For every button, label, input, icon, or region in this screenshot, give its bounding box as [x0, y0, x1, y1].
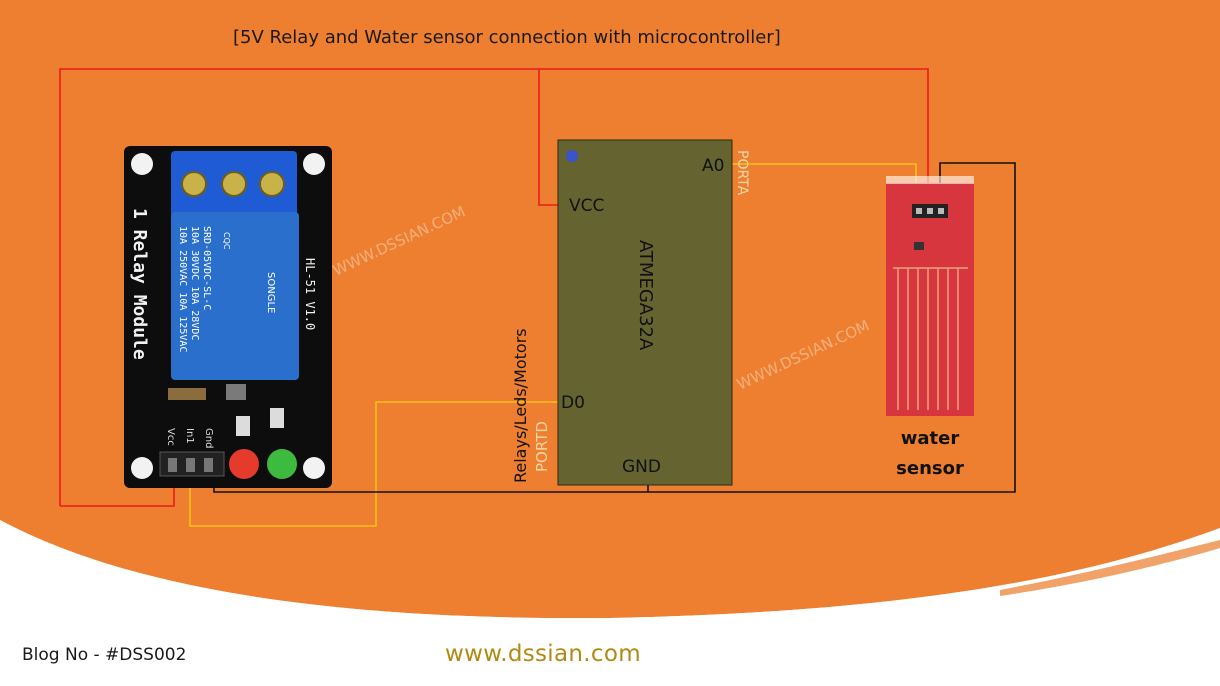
pin-label-vcc: Vcc	[165, 428, 176, 446]
d0-pin-label: D0	[561, 393, 585, 413]
water-sensor-label-line2: sensor	[896, 458, 964, 479]
relays-leds-motors-label: Relays/Leds/Motors	[511, 328, 530, 483]
swoosh-accent	[1000, 540, 1220, 596]
diagram-title: [5V Relay and Water sensor connection wi…	[233, 27, 781, 48]
screw-icon	[181, 171, 207, 197]
microcontroller-chip	[557, 139, 733, 486]
website-link[interactable]: www.dssian.com	[445, 641, 641, 667]
relay-cert-label: CQC	[222, 232, 231, 250]
porta-label: PORTA	[734, 150, 750, 196]
relay-spec-line2: 10A 30VDC 10A 28VDC	[189, 226, 200, 340]
chip-name-label: ATMEGA32A	[635, 240, 656, 351]
swoosh-white	[0, 520, 1220, 631]
relay-model-label: HL-51 V1.0	[303, 258, 317, 330]
relay-spec-line1: 10A 250VAC 10A 125VAC	[177, 226, 188, 352]
pin1-dot	[566, 150, 578, 162]
blog-number: Blog No - #DSS002	[22, 645, 187, 665]
gnd-pin-label: GND	[622, 457, 661, 477]
portd-label: PORTD	[533, 421, 551, 472]
water-sensor-label: water sensor	[886, 424, 974, 484]
screw-icon	[259, 171, 285, 197]
red-led	[229, 449, 259, 479]
relay-brand-label: SONGLE	[265, 272, 276, 313]
relay-module	[124, 146, 332, 488]
water-sensor-label-line1: water	[900, 428, 960, 449]
green-led	[267, 449, 297, 479]
pin-label-gnd: Gnd	[203, 428, 214, 448]
relay-spec-line3: SRD-05VDC-SL-C	[201, 226, 212, 310]
relay-board-label: 1 Relay Module	[129, 208, 150, 360]
water-sensor	[886, 176, 974, 416]
screw-icon	[221, 171, 247, 197]
vcc-pin-label: VCC	[569, 196, 604, 216]
a0-pin-label: A0	[702, 156, 724, 176]
relay-cube	[171, 212, 299, 380]
pin-label-in1: In1	[184, 428, 195, 444]
